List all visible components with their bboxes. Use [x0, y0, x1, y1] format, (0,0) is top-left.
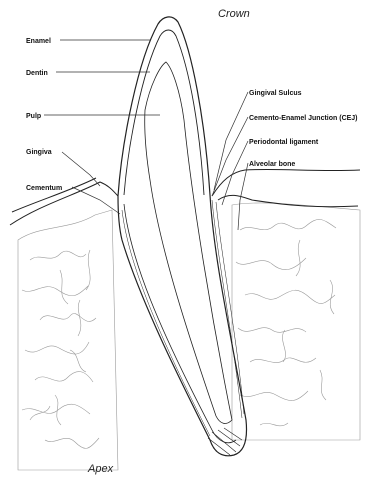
leader-lines: [44, 40, 248, 230]
crown-label: Crown: [218, 8, 250, 20]
label-dentin: Dentin: [26, 70, 48, 77]
gingiva: [10, 169, 360, 225]
label-gingival-sulcus: Gingival Sulcus: [249, 90, 302, 97]
label-cementum: Cementum: [26, 185, 62, 192]
label-cej: Cemento-Enamel Junction (CEJ): [249, 115, 358, 122]
cementum-layer: [124, 204, 236, 443]
pulp-chamber: [145, 62, 232, 423]
label-enamel: Enamel: [26, 38, 51, 45]
label-alveolar-bone: Alveolar bone: [249, 161, 295, 168]
label-periodontal-ligament: Periodontal ligament: [249, 139, 319, 146]
label-gingiva: Gingiva: [26, 149, 52, 156]
apex-label: Apex: [87, 463, 114, 475]
tooth-outline: [118, 17, 247, 456]
alveolar-bone-right: [232, 203, 360, 440]
alveolar-bone-left: [18, 210, 118, 470]
label-pulp: Pulp: [26, 113, 41, 120]
dentin-enamel-boundary: [124, 30, 204, 195]
